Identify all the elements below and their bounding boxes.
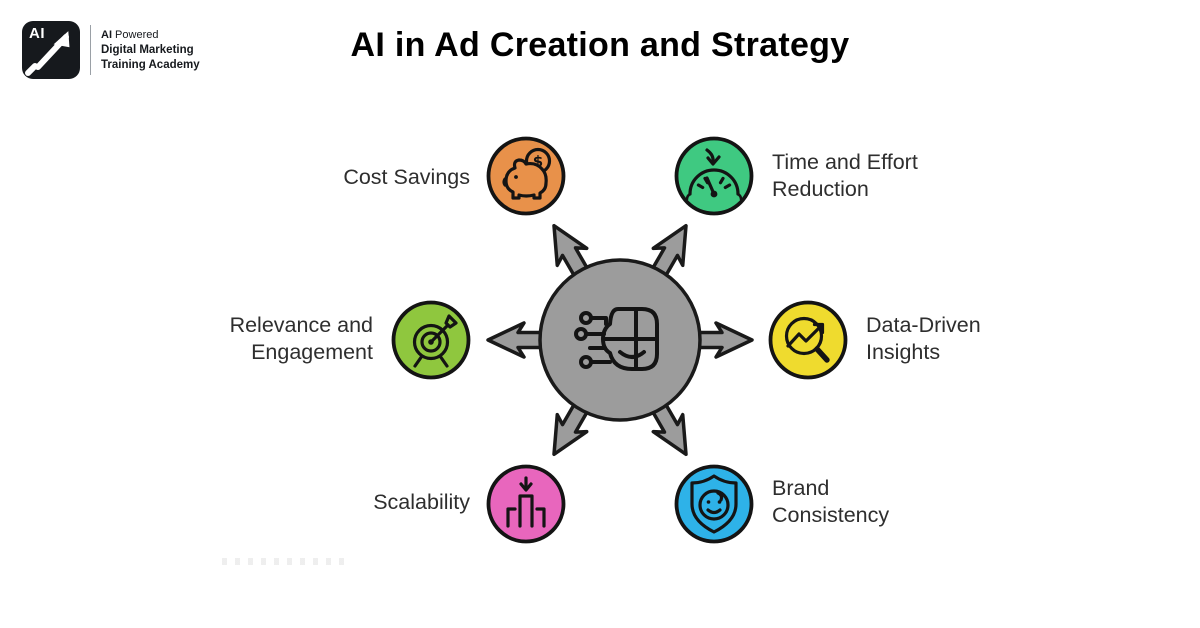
- page-title: AI in Ad Creation and Strategy: [350, 26, 850, 64]
- label-data-driven-insights: Data-Driven Insights: [866, 313, 981, 364]
- ai-hub: [486, 223, 754, 457]
- logo-mark-text: AI: [29, 25, 45, 42]
- svg-text:$: $: [533, 153, 543, 171]
- logo-mark: AI: [22, 21, 80, 79]
- shield-smiley-icon: [674, 464, 754, 544]
- faint-watermark: [222, 558, 347, 565]
- logo-line1: AI Powered: [101, 28, 159, 41]
- magnifier-trend-arrow-icon: [768, 300, 848, 380]
- ai-head-circuit-icon: [574, 307, 659, 371]
- growth-bars-arrow-icon: [486, 464, 566, 544]
- label-cost-savings: Cost Savings: [343, 165, 470, 189]
- brand-logo: AI AI Powered Digital Marketing Training…: [22, 21, 200, 79]
- growth-arrow-icon: [25, 31, 70, 76]
- label-time-effort-reduction: Time and Effort Reduction: [772, 150, 918, 201]
- label-scalability: Scalability: [373, 490, 470, 514]
- logo-divider: [90, 25, 91, 75]
- logo-line2: Digital Marketing: [101, 43, 194, 56]
- logo-line3: Training Academy: [101, 58, 200, 71]
- label-relevance-engagement: Relevance and Engagement: [229, 313, 373, 364]
- label-brand-consistency: Brand Consistency: [772, 476, 890, 527]
- speedometer-decrease-icon: [674, 136, 754, 216]
- piggy-bank-dollar-icon: $: [486, 136, 566, 216]
- target-dart-icon: [391, 300, 471, 380]
- logo-text: AI Powered Digital Marketing Training Ac…: [101, 28, 200, 73]
